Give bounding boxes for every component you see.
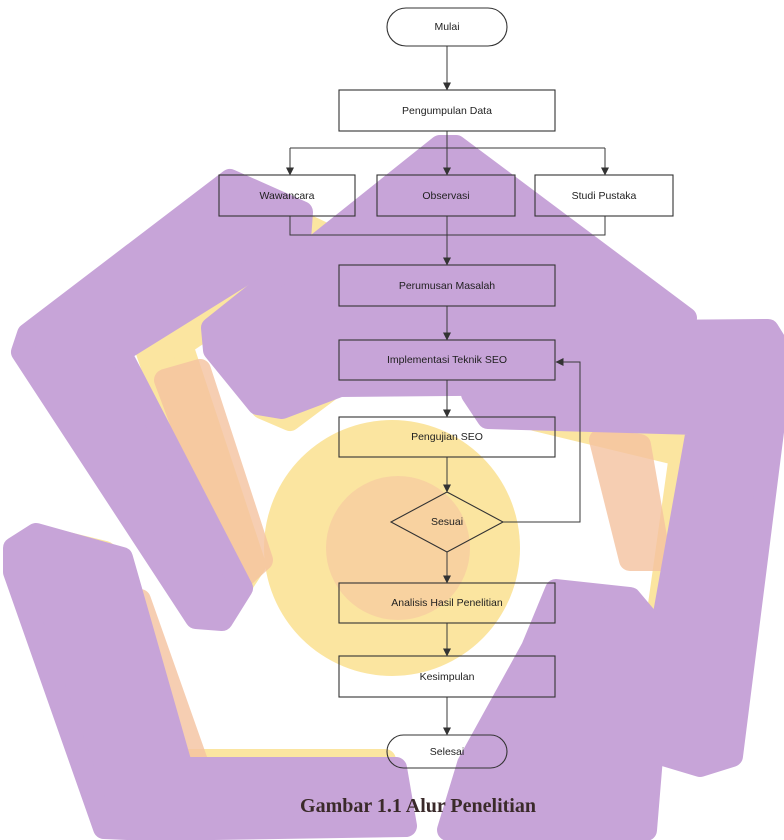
process-box: [338, 264, 556, 307]
watermark-band: [589, 429, 671, 571]
node-end: Selesai: [386, 734, 508, 769]
node-analysis: Analisis Hasil Penelitian: [338, 582, 556, 624]
node-label: Wawancara: [259, 190, 314, 202]
node-label: Studi Pustaka: [572, 190, 637, 202]
decision-diamond: [389, 491, 505, 553]
node-conclusion: Kesimpulan: [338, 655, 556, 698]
terminator-shape: [386, 734, 508, 769]
watermark-band: [461, 319, 784, 777]
node-collect: Pengumpulan Data: [338, 89, 556, 132]
node-label: Analisis Hasil Penelitian: [391, 597, 503, 609]
node-studi-pustaka: Studi Pustaka: [534, 174, 674, 217]
node-label: Selesai: [430, 746, 464, 758]
process-box: [376, 174, 516, 217]
node-label: Observasi: [422, 190, 469, 202]
process-box: [338, 339, 556, 381]
watermark-band: [3, 523, 417, 840]
node-testing: Pengujian SEO: [338, 416, 556, 458]
process-box: [338, 89, 556, 132]
node-label: Perumusan Masalah: [399, 280, 495, 292]
node-label: Pengumpulan Data: [402, 105, 492, 117]
process-box: [218, 174, 356, 217]
node-observasi: Observasi: [376, 174, 516, 217]
node-label: Kesimpulan: [420, 671, 475, 683]
node-label: Sesuai: [431, 516, 463, 528]
process-box: [338, 655, 556, 698]
node-implement: Implementasi Teknik SEO: [338, 339, 556, 381]
node-label: Pengujian SEO: [411, 431, 483, 443]
figure-caption: Gambar 1.1 Alur Penelitian: [300, 795, 536, 817]
node-start: Mulai: [386, 7, 508, 47]
node-label: Mulai: [434, 21, 459, 33]
process-box: [338, 582, 556, 624]
watermark-logo: [3, 135, 784, 840]
watermark-band: [437, 579, 673, 840]
node-wawancara: Wawancara: [218, 174, 356, 217]
process-box: [338, 416, 556, 458]
arrow-loop-back: [503, 358, 581, 523]
watermark-band: [11, 169, 313, 631]
process-box: [534, 174, 674, 217]
node-decision: Sesuai: [389, 491, 505, 553]
node-label: Implementasi Teknik SEO: [387, 354, 507, 366]
terminator-shape: [386, 7, 508, 47]
node-problem: Perumusan Masalah: [338, 264, 556, 307]
connectors: [286, 46, 609, 736]
watermark-inner-circle: [326, 476, 470, 620]
